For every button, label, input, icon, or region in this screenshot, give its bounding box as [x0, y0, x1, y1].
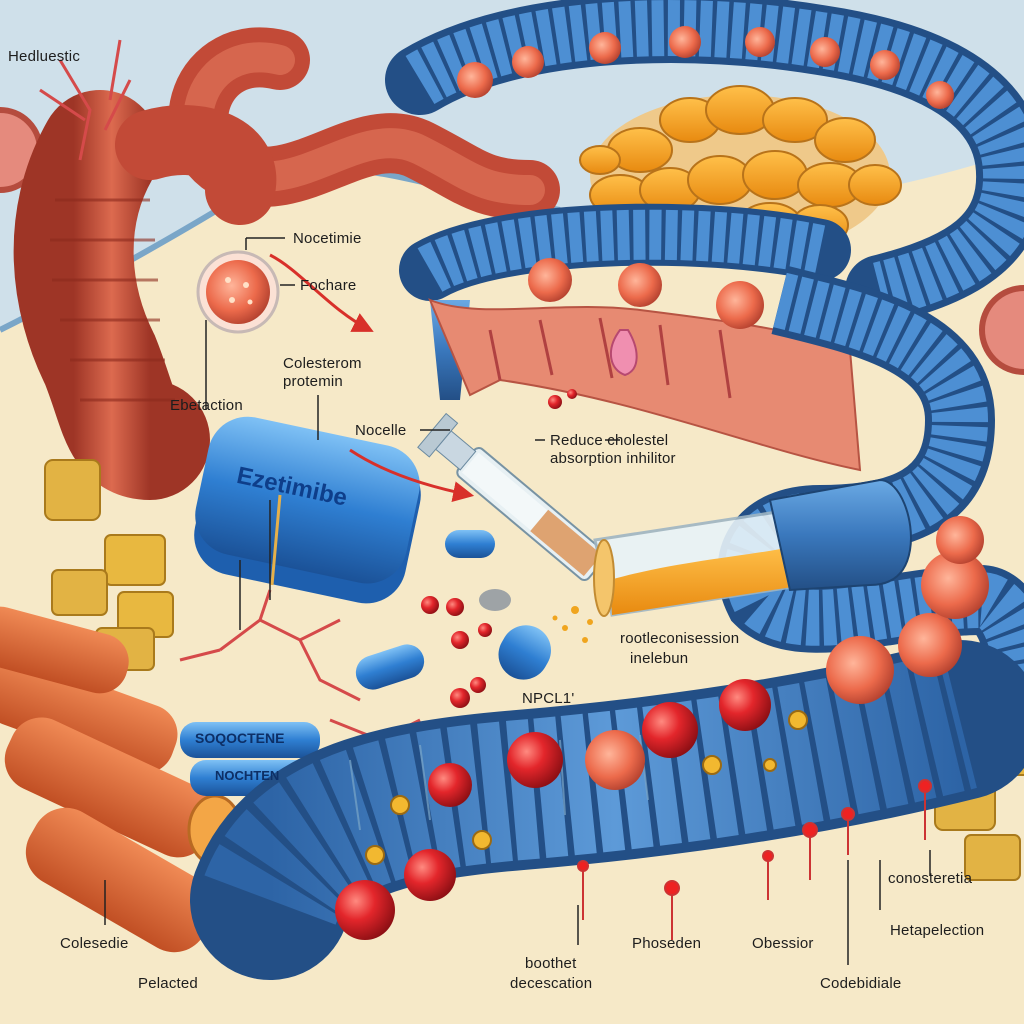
label-obessior: Obessior — [752, 935, 814, 952]
label-protemin: protemin — [283, 373, 343, 390]
cholesterol-balls — [335, 679, 771, 940]
tablet-label-upper: SOQOCTENE — [195, 730, 285, 746]
syringe — [417, 412, 629, 596]
ring-particles — [365, 710, 808, 865]
callout-lines — [104, 237, 931, 965]
label-nocetimie: Nocetimie — [293, 230, 362, 247]
label-phoseden: Phoseden — [632, 935, 702, 952]
label-ebetaction: Ebetaction — [170, 397, 243, 414]
villi-band-top — [385, 0, 1024, 325]
label-pelacted: Pelacted — [138, 975, 198, 992]
intestine-tube — [13, 27, 560, 500]
blood-vessels-top — [39, 39, 132, 161]
side-organ-right — [979, 285, 1024, 375]
micelle-sphere — [196, 250, 280, 334]
villi-band-middle — [399, 203, 862, 472]
label-npcl: NPCL1' — [522, 690, 575, 707]
pill-capsules — [355, 530, 551, 690]
label-colesedie: Colesedie — [60, 935, 129, 952]
ezetimibe-pill — [194, 416, 421, 604]
label-conosteretia: conosteretia — [888, 870, 973, 887]
red-pins — [577, 779, 932, 940]
vial — [552, 478, 912, 643]
blood-vessels-lower — [179, 589, 421, 742]
label-rootle-line1: rootleconisession — [620, 630, 740, 647]
label-fochare: Fochare — [300, 277, 357, 294]
tablet-label-lower: NOCHTEN — [215, 768, 280, 783]
label-codebidiale: Codebidiale — [820, 975, 902, 992]
label-hetapelection: Hetapelection — [890, 922, 985, 939]
cholesterol-dots — [421, 389, 577, 708]
micelle-lower — [585, 516, 989, 790]
label-nocelle: Nocelle — [355, 422, 407, 439]
label-hedluestic: Hedluestic — [8, 48, 81, 65]
label-boothet-line1: boothet — [525, 955, 577, 972]
label-rootle-line2: inelebun — [630, 650, 689, 667]
label-reduce-line2: absorption inhilitor — [550, 450, 676, 467]
label-boothet-line2: decescation — [510, 975, 593, 992]
label-colesterom: Colesterom — [283, 355, 362, 372]
label-reduce-line1: Reduce cholestel — [550, 432, 669, 449]
arrows — [269, 253, 475, 502]
